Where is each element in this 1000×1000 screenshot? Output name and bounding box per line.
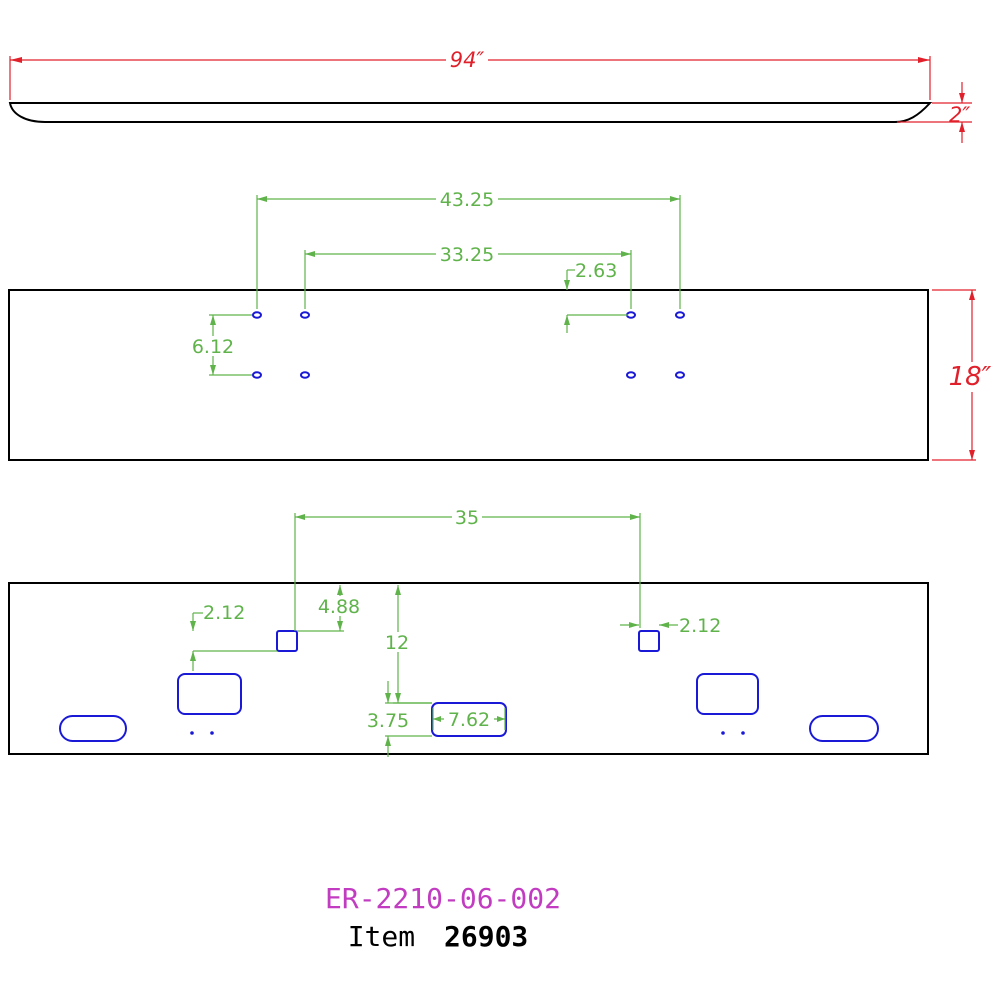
outer-spacing-arrow-right: [670, 196, 680, 202]
slot-height-label-bg: [364, 710, 412, 730]
left-offset-arrow-top: [190, 621, 196, 631]
square-spacing-label: 35: [455, 507, 479, 529]
square-spacing-arrow-left: [295, 514, 305, 520]
center-height-label: 12: [385, 632, 409, 654]
center-height-arrow-bottom: [395, 693, 401, 703]
front-view-outline: [8, 289, 929, 461]
hole-offset-dimension: 2.63: [564, 260, 628, 333]
slot-width-label: 7.62: [448, 709, 490, 731]
center-height-dimension: 12: [384, 585, 432, 704]
height-2-arrow-bottom: [959, 122, 965, 132]
mounting-hole: [675, 371, 685, 379]
offset-label: 2.63: [575, 260, 617, 282]
center-height-arrow-top: [395, 585, 401, 595]
left-offset-arrow-bottom: [190, 651, 196, 661]
slot-height-arrow-bottom: [385, 736, 391, 746]
length-label: 94″: [450, 48, 485, 72]
vertical-spacing-arrow-top: [210, 315, 216, 325]
height-2-arrow-top: [959, 93, 965, 103]
item-line: Item 26903: [348, 920, 529, 953]
height-2-label: 2″: [949, 103, 970, 127]
part-number: ER-2210-06-002: [325, 882, 561, 915]
right-offset-dimension: 2.12: [620, 615, 721, 637]
small-hole: [190, 731, 194, 735]
mounting-hole: [626, 311, 636, 319]
vertical-spacing-label: 6.12: [192, 336, 234, 358]
top-offset-arrow-bottom: [337, 621, 343, 631]
mounting-hole: [626, 371, 636, 379]
inner-spacing-arrow-right: [621, 251, 631, 257]
offset-arrow-top: [564, 280, 570, 290]
left-offset-label: 2.12: [203, 602, 245, 624]
center-height-label-bg: [384, 632, 412, 652]
slot-width-label-bg: [444, 709, 494, 729]
length-arrow-left: [10, 57, 22, 63]
outer-spacing-arrow-left: [257, 196, 267, 202]
front-view: 43.25 33.25 2.63: [8, 189, 992, 461]
small-hole: [741, 731, 745, 735]
length-dimension: 94″: [9, 48, 931, 100]
item-number: 26903: [444, 920, 528, 953]
outer-spacing-label-bg: [436, 189, 498, 209]
offset-arrow-bottom: [564, 315, 570, 325]
square-spacing-dimension: 35: [294, 507, 641, 631]
inner-spacing-label: 33.25: [440, 244, 494, 266]
slot-height-label: 3.75: [367, 710, 409, 732]
height-18-dimension: 18″: [932, 289, 992, 461]
front-mounting-holes: [252, 311, 685, 379]
top-view: 94″ 2″: [8, 48, 972, 143]
square-spacing-label-bg: [452, 507, 482, 527]
small-hole: [721, 731, 725, 735]
height-18-label: 18″: [949, 362, 992, 392]
slot-width-arrow-left: [433, 716, 441, 722]
height-18-arrow-bottom: [969, 450, 975, 460]
mounting-hole: [675, 311, 685, 319]
oval-slot-right: [809, 715, 879, 742]
item-label: Item: [348, 920, 415, 953]
right-offset-label: 2.12: [679, 615, 721, 637]
height-18-arrow-top: [969, 290, 975, 300]
small-hole: [210, 731, 214, 735]
top-offset-arrow-top: [337, 585, 343, 595]
length-label-bg: [446, 50, 488, 70]
vertical-hole-spacing-dimension: 6.12: [190, 314, 252, 376]
square-spacing-arrow-right: [630, 514, 640, 520]
vertical-spacing-arrow-bottom: [210, 365, 216, 375]
mounting-hole: [252, 311, 262, 319]
outer-spacing-label: 43.25: [440, 189, 494, 211]
top-offset-dimension: 4.88: [297, 585, 364, 632]
outer-hole-spacing-dimension: 43.25: [256, 189, 681, 309]
bottom-view-outline: [8, 582, 929, 755]
oval-slot-left: [59, 715, 127, 742]
inner-spacing-arrow-left: [305, 251, 315, 257]
mounting-hole: [300, 371, 310, 379]
title-block: ER-2210-06-002 Item 26903: [325, 882, 561, 953]
right-offset-arrow-left: [629, 622, 639, 628]
slot-height-arrow-top: [385, 693, 391, 703]
light-cutout-left: [177, 673, 242, 715]
light-cutout-right: [696, 673, 759, 715]
slot-width-dimension: 7.62: [432, 708, 506, 731]
slot-width-arrow-right: [497, 716, 505, 722]
mounting-hole: [300, 311, 310, 319]
inner-spacing-label-bg: [436, 244, 498, 264]
inner-hole-spacing-dimension: 33.25: [304, 244, 632, 309]
square-hole-left: [276, 630, 298, 652]
vertical-spacing-label-bg: [190, 336, 236, 356]
top-view-outline: [8, 102, 933, 123]
top-offset-label-bg: [314, 596, 364, 616]
square-hole-right: [638, 630, 660, 652]
top-offset-label: 4.88: [318, 596, 360, 618]
mounting-hole: [252, 371, 262, 379]
slot-height-dimension: 3.75: [364, 681, 432, 757]
center-slot: [431, 702, 507, 737]
length-arrow-right: [918, 57, 930, 63]
bottom-view: 35 2.12 4.88 12: [8, 507, 929, 757]
left-offset-dimension: 2.12: [190, 602, 277, 671]
height-2-dimension: 2″: [897, 82, 972, 143]
bottom-cutouts: [59, 630, 879, 742]
right-offset-arrow-right: [659, 622, 669, 628]
